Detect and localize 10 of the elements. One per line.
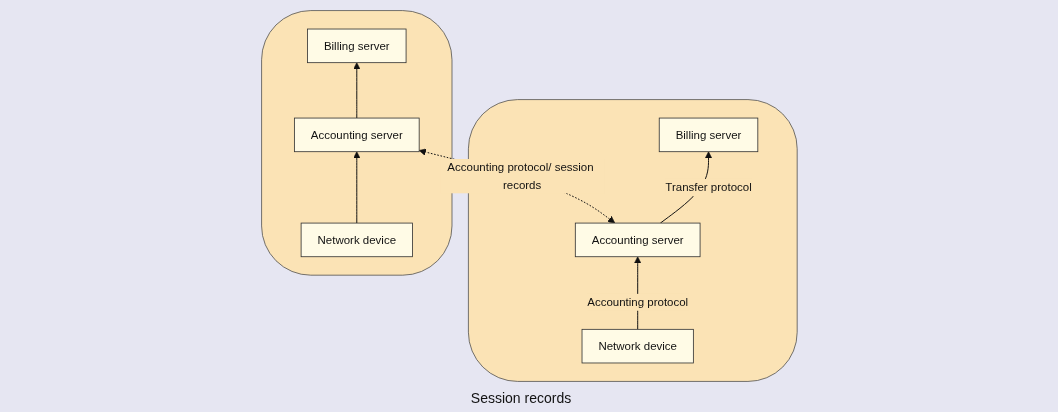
node-box: Billing server bbox=[306, 28, 407, 64]
edge-label: Transfer protocol bbox=[664, 180, 752, 194]
node-box: Network device bbox=[581, 328, 694, 364]
edge-label: Accounting protocol bbox=[586, 295, 688, 309]
node-box: Accounting server bbox=[293, 117, 420, 153]
node-box: Network device bbox=[300, 222, 413, 258]
node-box: Billing server bbox=[658, 117, 758, 153]
node-box: Accounting server bbox=[574, 222, 701, 258]
note-label: Session records bbox=[470, 390, 572, 406]
edge-label: Accounting protocol/ session records bbox=[446, 160, 594, 191]
